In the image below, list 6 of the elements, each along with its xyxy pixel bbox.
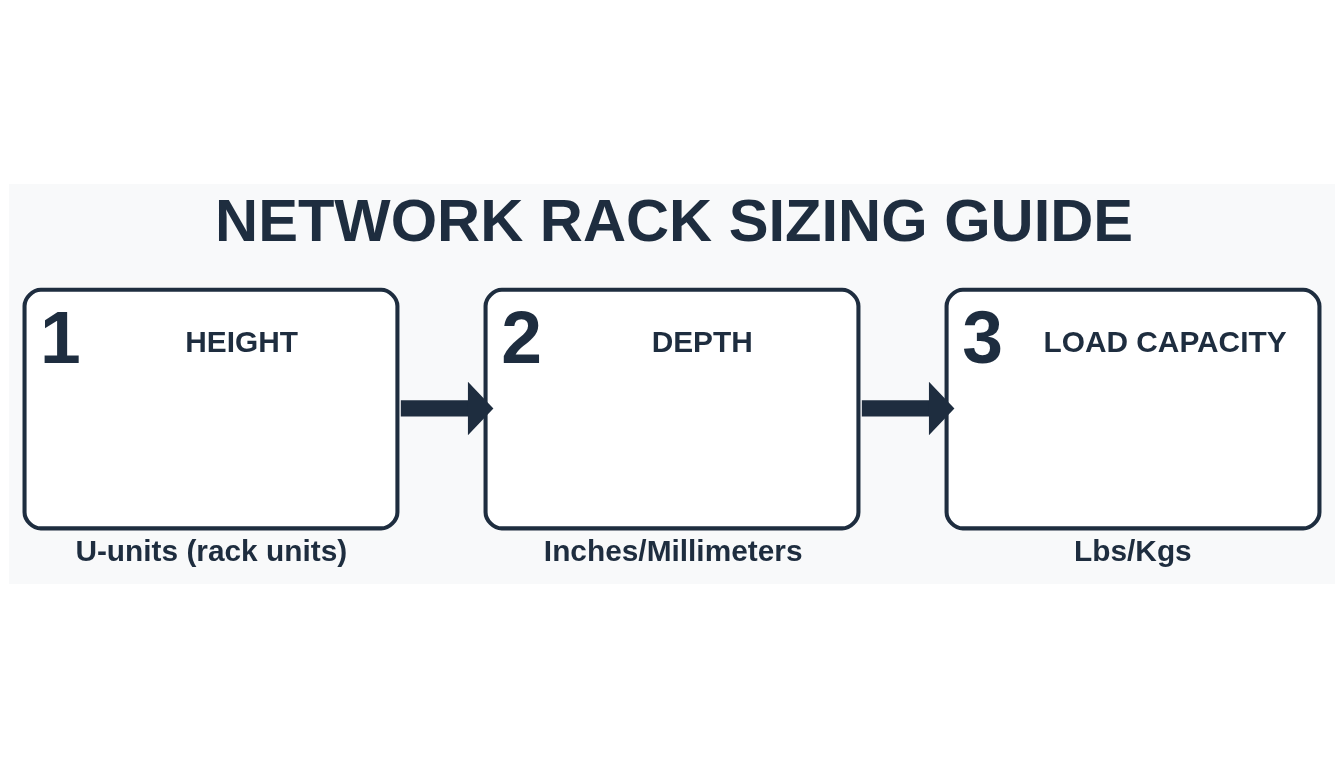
arrow [400,381,494,436]
node-label: Inches/Millimeters [543,534,803,568]
node-label: Lbs/Kgs [1074,534,1192,568]
node-label: U-units (rack units) [75,534,348,568]
arrow [861,381,955,436]
diagram-title: NETWORK RACK SIZING GUIDE [215,187,1134,255]
